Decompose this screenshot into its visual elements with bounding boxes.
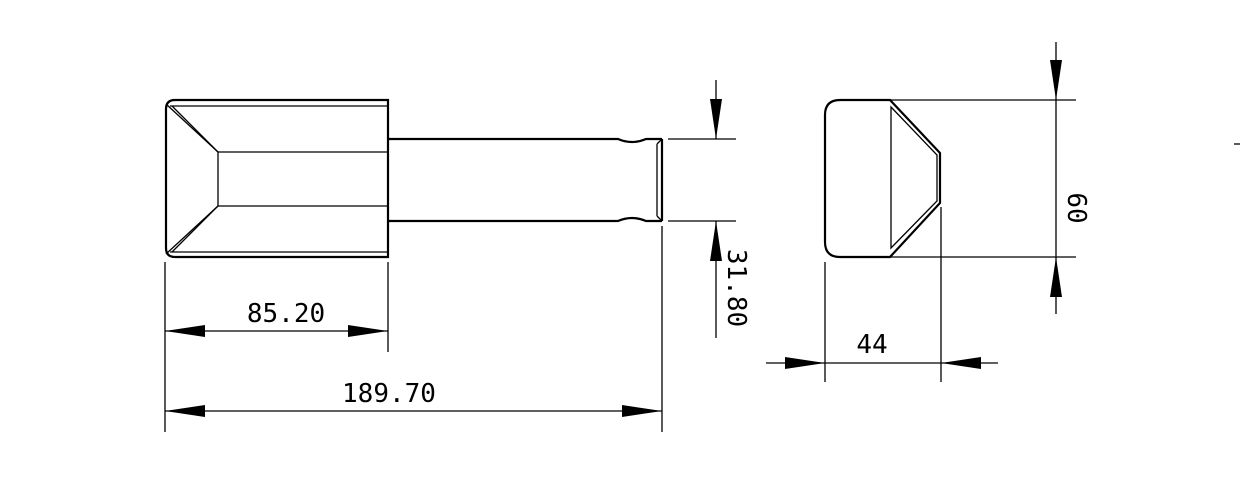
dimension-head-width: 44	[766, 207, 998, 382]
head-chamfer-outer-bottom	[165, 205, 219, 255]
head-chamfer-outer-top	[165, 103, 219, 153]
arrowhead-right-189	[622, 405, 662, 417]
arrowhead-right-44	[941, 357, 981, 369]
dimension-shaft-diameter: 31.80	[668, 80, 751, 338]
side-view	[164, 98, 664, 259]
dimension-head-height: 60	[1050, 42, 1091, 314]
head-inner-chamfer	[171, 105, 219, 253]
dimension-label-44: 44	[856, 330, 887, 360]
shaft-bottom-edge	[388, 216, 662, 223]
arrowhead-bottom-60	[1050, 257, 1062, 297]
end-view	[823, 98, 1076, 259]
dimension-total-length: 189.70	[165, 226, 663, 432]
arrowhead-right-85	[348, 325, 388, 337]
arrowhead-left-189	[165, 405, 205, 417]
arrowhead-top-31	[710, 99, 722, 139]
arrowhead-top-60	[1050, 60, 1062, 100]
head-block-outline	[164, 98, 390, 259]
dimension-label-60: 60	[1061, 192, 1091, 223]
shaft-end-chamfer	[656, 138, 663, 222]
arrowhead-left-85	[165, 325, 205, 337]
end-view-outline	[823, 98, 942, 259]
dimension-label-189: 189.70	[342, 379, 436, 409]
dimension-label-85: 85.20	[247, 299, 325, 329]
arrowhead-bottom-31	[710, 221, 722, 261]
dimension-head-length: 85.20	[164, 262, 389, 432]
end-view-inner-chamfer	[890, 105, 938, 250]
dimension-label-31: 31.80	[721, 249, 751, 327]
arrowhead-left-44	[785, 357, 825, 369]
shaft-top-edge	[388, 137, 662, 144]
